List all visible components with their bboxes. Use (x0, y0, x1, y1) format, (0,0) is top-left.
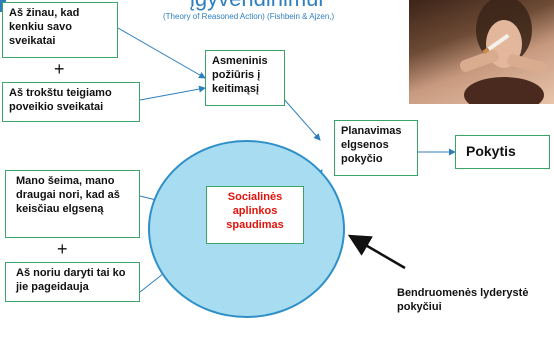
diagram-title: įgyvendinimui (190, 0, 323, 12)
plus-sign-top: + (54, 59, 65, 79)
photo-illustration (459, 0, 547, 104)
box-change: Pokytis (455, 135, 550, 169)
smoker-photo (409, 0, 554, 104)
box-want-effect: Aš trokštu teigiamo poveikio sveikatai (2, 82, 140, 122)
box-family: Mano šeima, mano draugai nori, kad aš ke… (5, 170, 140, 238)
social-circle (148, 140, 345, 318)
box-attitude: Asmeninis požiūris į keitimąsį (205, 50, 285, 106)
arrow-attitude-to-planning (282, 97, 321, 141)
box-social-pressure: Socialinės aplinkos spaudimas (206, 186, 304, 244)
arrow-know-to-attitude (117, 27, 206, 79)
box-planning: Planavimas elgsenos pokyčio (334, 120, 418, 176)
leadership-label: Bendruomenės lyderystė pokyčiui (397, 287, 529, 313)
diagram-subtitle: (Theory of Reasoned Action) (Fishbein & … (163, 12, 335, 21)
arrow-want-to-attitude (139, 85, 206, 101)
box-know-harm: Aš žinau, kad kenkiu savo sveikatai (2, 2, 118, 58)
plus-sign-bottom: + (57, 239, 68, 259)
box-do-what-they-want: Aš noriu daryti tai ko jie pageidauja (5, 262, 140, 302)
arrow-leadership (347, 234, 406, 270)
